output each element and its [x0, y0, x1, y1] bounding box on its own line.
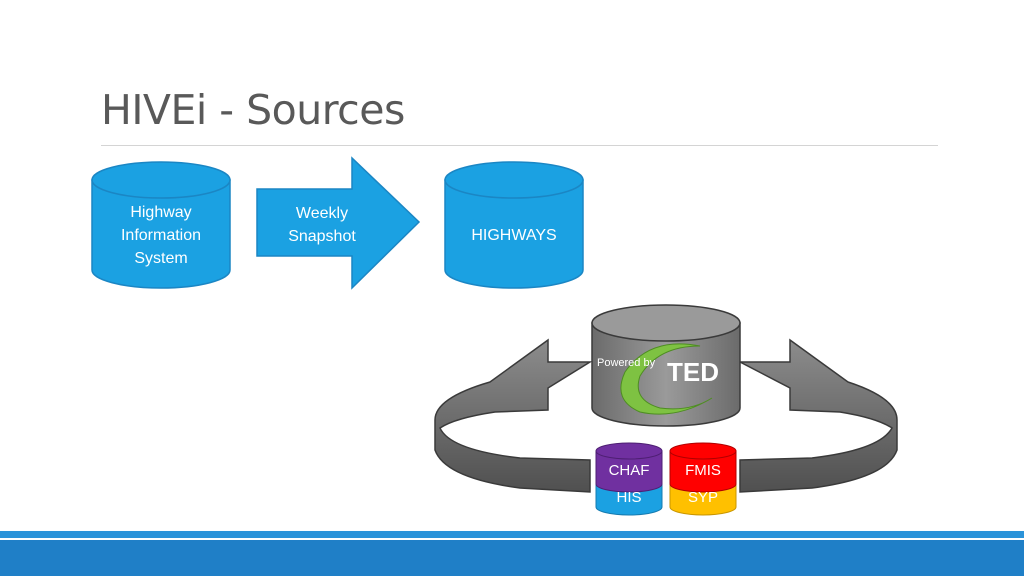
- source-label-line-1: Highway: [130, 204, 191, 221]
- weekly-snapshot-arrow: Weekly Snapshot: [256, 156, 421, 290]
- target-label: HIGHWAYS: [471, 227, 556, 244]
- arrow-label-line-1: Weekly: [296, 205, 348, 222]
- stack-2-top-label: FMIS: [685, 462, 721, 479]
- title-divider: [101, 145, 938, 146]
- stack-1-bottom-label: HIS: [616, 489, 641, 506]
- stack-1-top-label: CHAF: [609, 462, 650, 479]
- stack-chaf-his: CHAF HIS: [595, 442, 663, 516]
- ted-cylinder: Powered by TED: [591, 304, 741, 427]
- arrow-label-line-2: Snapshot: [288, 228, 356, 245]
- source-cylinder-his: Highway Information System: [91, 161, 231, 289]
- target-cylinder-highways: HIGHWAYS: [444, 161, 584, 289]
- powered-by-text: Powered by: [597, 357, 656, 369]
- source-label-line-3: System: [134, 250, 187, 267]
- source-label-line-2: Information: [121, 227, 201, 244]
- cycle-ring: [434, 338, 898, 493]
- footer-accent-line: [0, 531, 1024, 538]
- stack-fmis-syp: FMIS SYP: [669, 442, 737, 516]
- stack-2-bottom-label: SYP: [688, 489, 718, 506]
- footer-bar: [0, 540, 1024, 576]
- left-cycle-arrow: [434, 338, 593, 493]
- ted-name-text: TED: [667, 357, 719, 387]
- right-cycle-arrow: [739, 338, 898, 493]
- slide-title: HIVEi - Sources: [101, 86, 405, 134]
- ted-logo: Powered by TED: [597, 343, 719, 415]
